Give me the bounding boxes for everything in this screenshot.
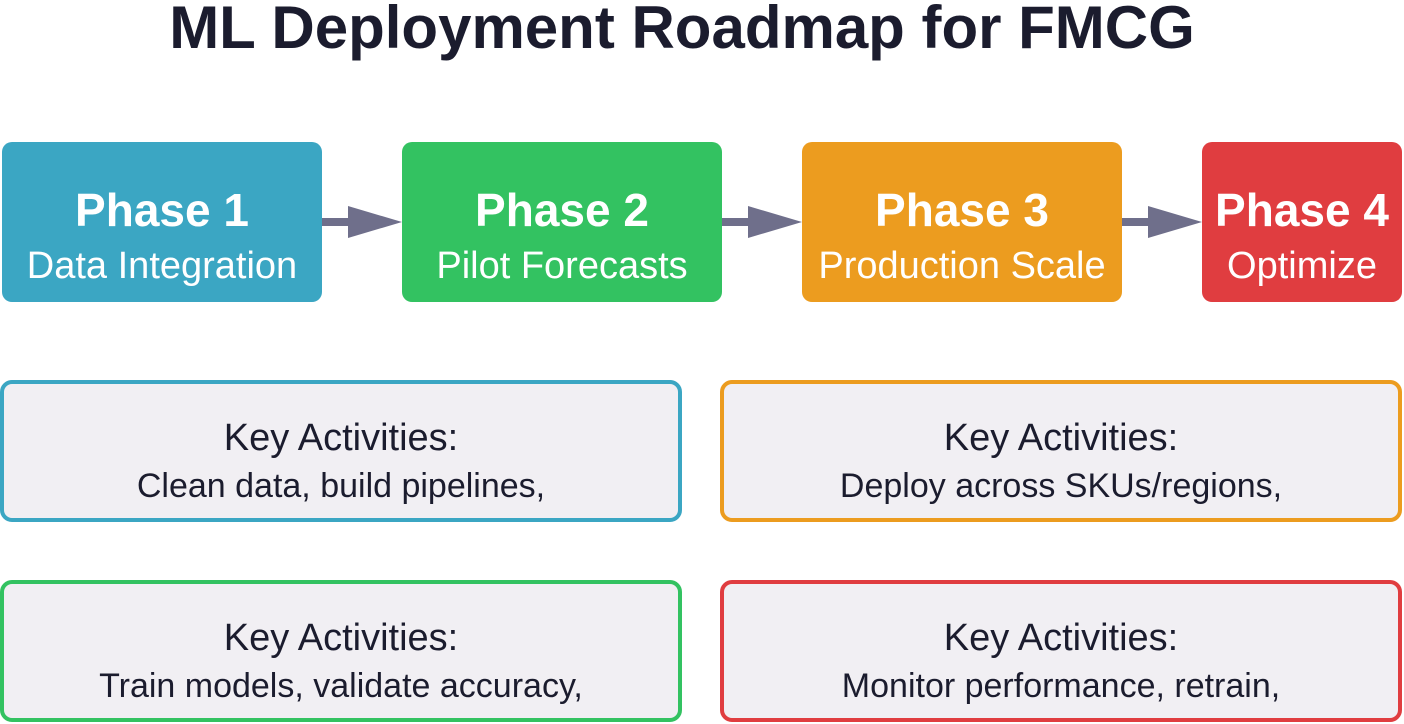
phase-2-activities-box: Key Activities: Train models, validate a…	[0, 580, 682, 722]
phase-2-subtitle: Pilot Forecasts	[436, 245, 688, 287]
phase-1-subtitle: Data Integration	[26, 245, 298, 287]
arrow-right-icon	[1122, 206, 1202, 238]
phase-4-box: Phase 4 Optimize	[1202, 142, 1402, 302]
activities-text: Train models, validate accuracy,	[99, 667, 583, 705]
activities-heading: Key Activities:	[223, 617, 459, 659]
page-title: ML Deployment Roadmap for FMCG	[169, 0, 1195, 61]
activities-text: Monitor performance, retrain,	[841, 667, 1281, 705]
phase-3-activities-box: Key Activities: Deploy across SKUs/regio…	[720, 380, 1402, 522]
phase-3-box: Phase 3 Production Scale	[802, 142, 1122, 302]
phase-1-title: Phase 1	[75, 184, 249, 236]
phase-3-subtitle: Production Scale	[818, 245, 1106, 287]
activities-heading: Key Activities:	[943, 617, 1179, 659]
arrow-right-icon	[322, 206, 402, 238]
phase-2-title: Phase 2	[475, 184, 649, 236]
activities-text: Deploy across SKUs/regions,	[839, 467, 1283, 505]
phase-4-activities-box: Key Activities: Monitor performance, ret…	[720, 580, 1402, 722]
phase-4-title: Phase 4	[1215, 184, 1389, 236]
activities-heading: Key Activities:	[943, 417, 1179, 459]
activities-text: Clean data, build pipelines,	[136, 467, 546, 505]
activities-heading: Key Activities:	[223, 417, 459, 459]
phase-3-title: Phase 3	[875, 184, 1049, 236]
arrow-right-icon	[722, 206, 802, 238]
phase-1-activities-box: Key Activities: Clean data, build pipeli…	[0, 380, 682, 522]
phase-2-box: Phase 2 Pilot Forecasts	[402, 142, 722, 302]
phase-4-subtitle: Optimize	[1227, 245, 1377, 287]
phase-1-box: Phase 1 Data Integration	[2, 142, 322, 302]
